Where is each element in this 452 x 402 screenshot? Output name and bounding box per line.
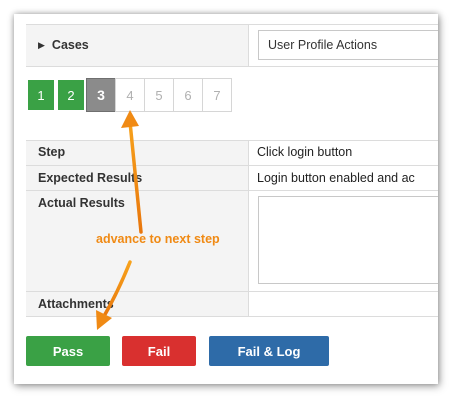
cases-value-cell: User Profile Actions: [249, 24, 438, 66]
cases-toggle[interactable]: ▶ Cases: [26, 24, 248, 66]
step-7[interactable]: 7: [202, 78, 232, 112]
fail-button[interactable]: Fail: [122, 336, 196, 366]
actual-results-textarea[interactable]: [258, 196, 438, 284]
step-value: Click login button: [257, 145, 353, 159]
fail-and-log-button[interactable]: Fail & Log: [209, 336, 329, 366]
step-4[interactable]: 4: [115, 78, 145, 112]
step-3[interactable]: 3: [86, 78, 116, 112]
triangle-right-icon: ▶: [38, 39, 45, 50]
annotation-label: advance to next step: [96, 232, 220, 246]
cases-label: Cases: [51, 38, 89, 52]
step-6[interactable]: 6: [173, 78, 203, 112]
step-5[interactable]: 5: [144, 78, 174, 112]
expected-results-value: Login button enabled and ac: [257, 171, 415, 185]
step-details-table: Step Click login button Expected Results…: [26, 140, 438, 317]
step-1[interactable]: 1: [26, 78, 56, 112]
cases-select[interactable]: User Profile Actions: [258, 30, 438, 60]
step-2[interactable]: 2: [56, 78, 86, 112]
test-run-panel: ▶ Cases User Profile Actions 1 2 3 4 5 6…: [14, 14, 438, 384]
pass-button[interactable]: Pass: [26, 336, 110, 366]
attachments-label: Attachments: [26, 292, 248, 316]
step-label: Step: [26, 140, 248, 165]
expected-results-label: Expected Results: [26, 166, 248, 190]
step-navigator: 1 2 3 4 5 6 7: [26, 78, 232, 112]
